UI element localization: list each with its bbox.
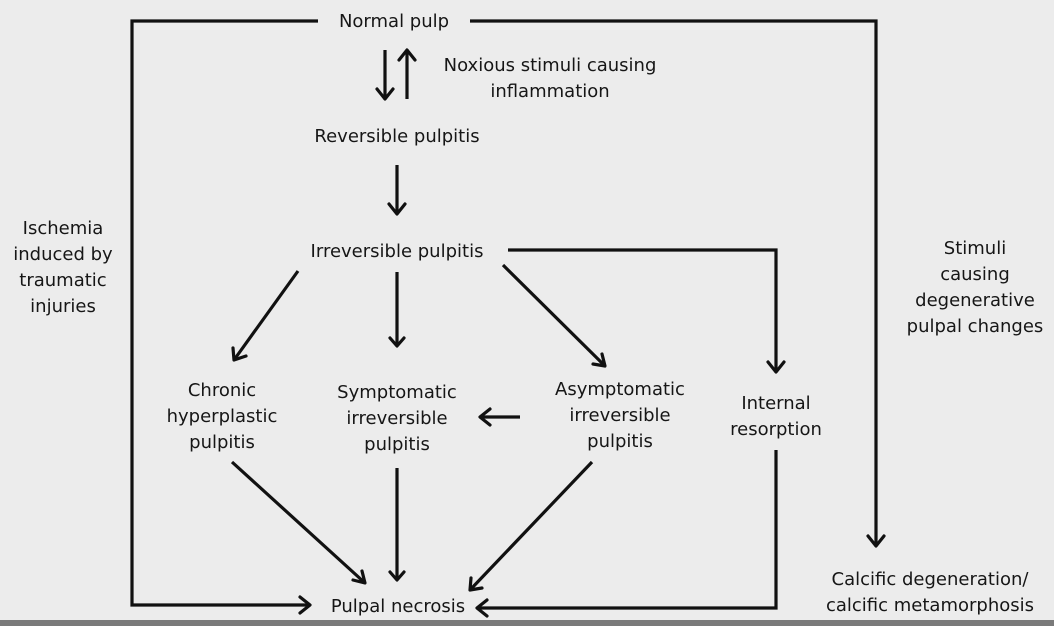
node-calcific-degeneration: Calcific degeneration/ calcific metamorp… [825,569,1035,616]
node-symptomatic-irreversible-pulpitis: Symptomatic irreversible pulpitis [337,382,457,455]
arrow-normal-to-necrosis-ischemia [130,19,318,615]
arrow-reversible-to-irreversible [387,165,407,216]
arrow-normal-to-reversible [375,50,395,101]
arrow-irreversible-to-symptomatic [388,272,406,348]
arrow-irreversible-to-asymptomatic [501,263,607,368]
node-chronic-hyperplastic-pulpitis: Chronic hyperplastic pulpitis [166,380,278,453]
label-stimuli-degenerative: Stimuli causing degenerative pulpal chan… [906,238,1044,337]
arrow-reversible-to-normal [397,48,417,99]
arrow-asymptomatic-to-necrosis [468,460,594,592]
arrow-chronic-hyperplastic-to-necrosis [230,460,367,585]
arrow-irreversible-to-internal-resorption [508,248,786,374]
arrow-asymptomatic-to-symptomatic [478,407,520,427]
node-asymptomatic-irreversible-pulpitis: Asymptomatic irreversible pulpitis [555,379,685,452]
node-irreversible-pulpitis: Irreversible pulpitis [310,241,484,262]
label-noxious-stimuli: Noxious stimuli causing inflammation [443,55,657,102]
arrow-internal-resorption-to-necrosis [475,450,778,618]
node-internal-resorption: Internal resorption [730,393,822,440]
node-reversible-pulpitis: Reversible pulpitis [314,126,480,147]
arrow-normal-to-calcific-degeneration [470,19,886,548]
node-normal-pulp: Normal pulp [338,11,450,32]
node-pulpal-necrosis: Pulpal necrosis [330,596,466,617]
arrow-symptomatic-to-necrosis [388,468,406,582]
label-ischemia: Ischemia induced by traumatic injuries [13,218,113,317]
arrow-irreversible-to-chronic-hyperplastic [231,270,300,362]
bottom-border [0,620,1054,626]
